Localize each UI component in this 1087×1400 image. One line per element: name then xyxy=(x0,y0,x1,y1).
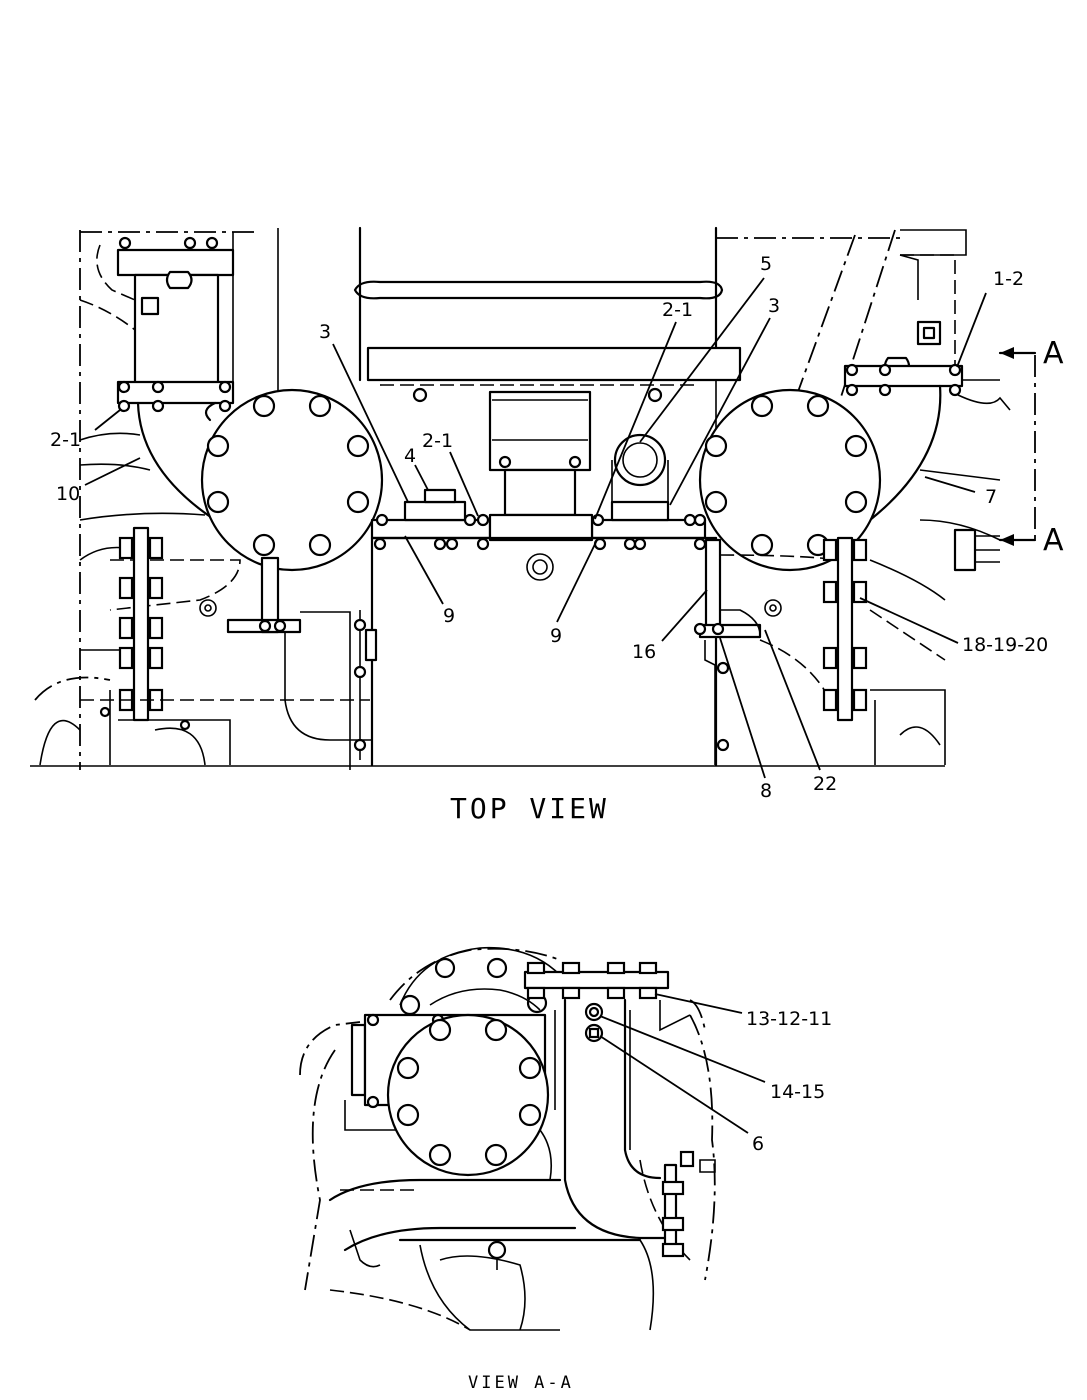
right-flange-bolts xyxy=(704,394,868,557)
callout-4: 4 xyxy=(404,445,416,467)
top-view-callouts: 1-2 5 2-1 3 3 2-1 10 4 2-1 7 9 9 16 18-1… xyxy=(50,253,1064,825)
section-flange-bolts xyxy=(396,1018,542,1167)
top-view-title: TOP VIEW xyxy=(450,792,609,825)
section-view-drawing xyxy=(299,946,716,1331)
callout-18-19-20: 18-19-20 xyxy=(962,634,1048,656)
callout-2-1-mid: 2-1 xyxy=(422,430,453,452)
top-view-drawing xyxy=(30,226,1037,779)
callout-7: 7 xyxy=(985,486,997,508)
callout-5: 5 xyxy=(760,253,772,275)
callout-3-right: 3 xyxy=(768,295,780,317)
callout-2-1-left: 2-1 xyxy=(50,429,81,451)
section-view-title: VIEW A-A xyxy=(468,1373,574,1393)
top-view-leaders xyxy=(84,277,987,779)
callout-13-12-11: 13-12-11 xyxy=(746,1008,832,1030)
callout-1-2: 1-2 xyxy=(993,268,1024,290)
left-flange-bolts xyxy=(206,394,370,557)
section-view-leaders xyxy=(599,993,766,1134)
section-top-bolts xyxy=(526,961,658,1000)
callout-22: 22 xyxy=(813,773,837,795)
right-strap-bolts xyxy=(822,538,868,712)
callout-2-1-top: 2-1 xyxy=(662,299,693,321)
callout-6: 6 xyxy=(752,1133,764,1155)
callout-9-right: 9 xyxy=(550,625,562,647)
callout-14-15: 14-15 xyxy=(770,1081,825,1103)
callout-3-left: 3 xyxy=(319,321,331,343)
section-marker-lower: A xyxy=(1043,523,1064,558)
section-marker-upper: A xyxy=(1043,336,1064,371)
callout-9-left: 9 xyxy=(443,605,455,627)
callout-8: 8 xyxy=(760,780,772,802)
section-view-callouts: 13-12-11 14-15 6 VIEW A-A xyxy=(468,1008,832,1393)
callout-16: 16 xyxy=(632,641,656,663)
callout-10: 10 xyxy=(56,483,80,505)
